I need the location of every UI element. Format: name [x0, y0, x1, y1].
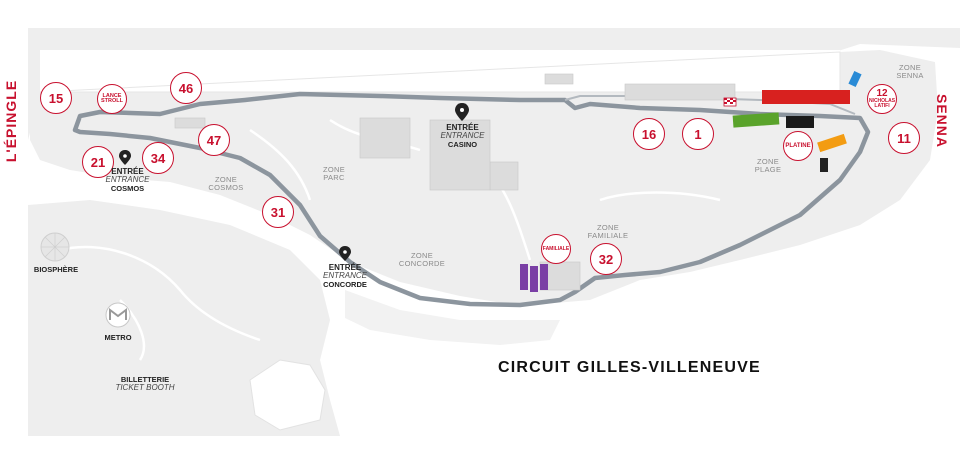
- zone-senna-line2: SENNA: [896, 70, 924, 80]
- grandstand-lance-stroll-badge[interactable]: LANCE STROLL: [97, 84, 127, 114]
- south-land-right: [345, 290, 560, 345]
- race-track: [72, 91, 871, 308]
- zone-plage-line2: PLAGE: [754, 164, 782, 174]
- pin-casino-icon: [455, 103, 469, 121]
- entrance-cosmos-line2: ENTRANCE: [105, 175, 150, 185]
- latifi-line1: NICHOLAS: [868, 98, 896, 104]
- grandstand-21-badge[interactable]: 21: [82, 146, 114, 178]
- map-title: CIRCUIT GILLES-VILLENEUVE: [498, 359, 761, 376]
- entrance-concorde-line3: CONCORDE: [323, 279, 367, 289]
- grandstand-46-badge[interactable]: 46: [170, 72, 202, 104]
- zone-concorde: ZONE CONCORDE: [392, 252, 452, 268]
- grandstand-familiale-purple: [520, 264, 548, 292]
- pin-concorde-icon: [339, 246, 351, 261]
- grandstand-platine-badge[interactable]: PLATINE: [783, 131, 813, 161]
- grandstand-12-badge[interactable]: 12 NICHOLAS LATIFI: [867, 84, 897, 114]
- zone-cosmos-line2: COSMOS: [208, 182, 244, 192]
- pin-cosmos-icon: [119, 150, 131, 165]
- zone-familiale-line1: ZONE: [596, 223, 620, 232]
- side-label-epingle: L'ÉPINGLE: [3, 79, 20, 163]
- zone-senna: ZONE SENNA: [880, 64, 940, 80]
- lower-island: [249, 359, 326, 431]
- start-line-flag-icon: [723, 97, 737, 107]
- platine-label: PLATINE: [785, 143, 811, 149]
- billetterie-label: BILLETTERIE: [120, 375, 170, 384]
- grandstand-1-badge[interactable]: 1: [682, 118, 714, 150]
- biosphere-label: BIOSPHÈRE: [33, 265, 79, 274]
- zone-cosmos-line1: ZONE: [214, 175, 238, 184]
- grandstand-32-badge[interactable]: 32: [590, 243, 622, 275]
- metro-icon: [105, 302, 131, 328]
- zone-plage-line1: ZONE: [756, 157, 780, 166]
- basin-edge: [39, 51, 841, 93]
- entrance-cosmos[interactable]: ENTRÉE ENTRANCE COSMOS: [105, 167, 150, 193]
- grandstand-black: [786, 116, 814, 128]
- zone-plage: ZONE PLAGE: [740, 158, 796, 174]
- grandstand-15-badge[interactable]: 15: [40, 82, 72, 114]
- entrance-concorde-line1: ENTRÉE: [328, 263, 362, 272]
- grandstand-familiale-badge[interactable]: FAMILIALE: [541, 234, 571, 264]
- lance-line2: STROLL: [101, 98, 123, 104]
- zone-familiale-line2: FAMILIALE: [587, 230, 629, 240]
- lance-line1: LANCE: [102, 92, 122, 99]
- entrance-cosmos-line1: ENTRÉE: [111, 167, 144, 176]
- zone-parc: ZONE PARC: [312, 166, 356, 182]
- latifi-line2: LATIFI: [874, 103, 890, 109]
- entrance-concorde[interactable]: ENTRÉE ENTRANCE CONCORDE: [320, 263, 370, 289]
- entrance-casino-line3: CASINO: [447, 139, 478, 149]
- grandstand-red: [762, 90, 850, 104]
- side-label-senna: SENNA: [934, 93, 951, 149]
- grandstand-31-badge[interactable]: 31: [262, 196, 294, 228]
- entrance-cosmos-line3: COSMOS: [110, 183, 145, 193]
- zone-senna-line1: ZONE: [898, 63, 922, 72]
- grandstand-dark: [820, 158, 828, 172]
- grandstand-11-badge[interactable]: 11: [888, 122, 920, 154]
- ticket-booth[interactable]: BILLETTERIE TICKET BOOTH: [108, 376, 182, 392]
- grandstand-blue: [848, 70, 862, 88]
- zone-familiale: ZONE FAMILIALE: [578, 224, 638, 240]
- zone-concorde-line1: ZONE: [410, 251, 434, 260]
- grandstand-47-badge[interactable]: 47: [198, 124, 230, 156]
- entrance-casino-line2: ENTRANCE: [440, 131, 485, 141]
- grandstand-34-badge[interactable]: 34: [142, 142, 174, 174]
- zone-concorde-line2: CONCORDE: [398, 258, 446, 268]
- zone-parc-line2: PARC: [323, 172, 345, 182]
- entrance-casino[interactable]: ENTRÉE ENTRANCE CASINO: [440, 123, 485, 149]
- entrance-casino-line1: ENTRÉE: [446, 123, 479, 132]
- grandstand-orange: [817, 133, 847, 153]
- grandstand-16-badge[interactable]: 16: [633, 118, 665, 150]
- metro-label: METRO: [104, 333, 132, 342]
- entrance-concorde-line2: ENTRANCE: [322, 271, 367, 281]
- zone-parc-line1: ZONE: [322, 165, 346, 174]
- grandstand-12-number: 12: [876, 88, 888, 99]
- grandstand-green: [732, 112, 780, 128]
- zone-cosmos: ZONE COSMOS: [200, 176, 252, 192]
- ticket-booth-label: TICKET BOOTH: [115, 382, 175, 392]
- familiale-label: FAMILIALE: [542, 245, 570, 252]
